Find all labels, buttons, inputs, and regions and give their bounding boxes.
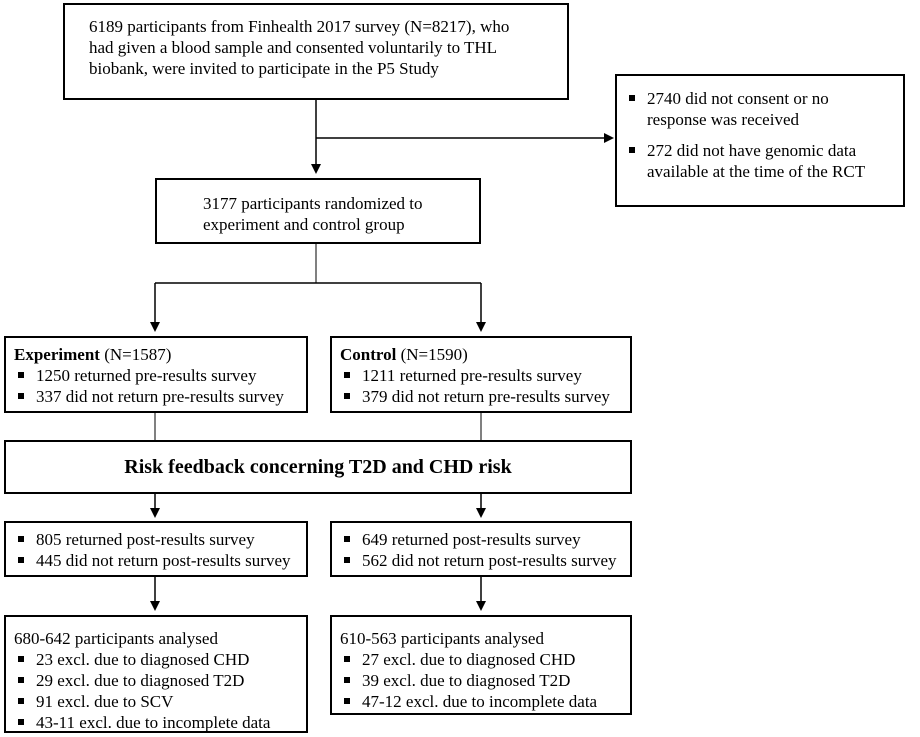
list-item: 47-12 excl. due to incomplete data	[340, 691, 630, 712]
list-item: 91 excl. due to SCV	[14, 691, 306, 712]
bullet-icon	[18, 372, 24, 378]
bullet-icon	[18, 557, 24, 563]
list-item-text: 805 returned post-results survey	[36, 530, 255, 549]
bullet-icon	[344, 677, 350, 683]
list-item-text: 39 excl. due to diagnosed T2D	[362, 671, 571, 690]
enrollment-box: 6189 participants from Finhealth 2017 su…	[63, 3, 569, 100]
list-item-text: 91 excl. due to SCV	[36, 692, 174, 711]
exclusion-item: 272 did not have genomic data available …	[625, 140, 903, 182]
bullet-icon	[344, 557, 350, 563]
list-item: 562 did not return post-results survey	[340, 550, 630, 571]
list-item: 649 returned post-results survey	[340, 529, 630, 550]
list-item-text: 29 excl. due to diagnosed T2D	[36, 671, 245, 690]
list-item-text: 23 excl. due to diagnosed CHD	[36, 650, 250, 669]
bullet-icon	[18, 677, 24, 683]
bullet-icon	[344, 393, 350, 399]
list-item-text: 379 did not return pre-results survey	[362, 387, 610, 406]
exclusion-item-text: 272 did not have genomic data	[647, 141, 857, 160]
control-heading: Control (N=1590)	[340, 344, 630, 365]
feedback-box: Risk feedback concerning T2D and CHD ris…	[4, 440, 632, 494]
feedback-label: Risk feedback concerning T2D and CHD ris…	[124, 455, 512, 478]
exclusion-box: 2740 did not consent or no response was …	[615, 74, 905, 207]
list-item-text: 47-12 excl. due to incomplete data	[362, 692, 598, 711]
bullet-icon	[344, 656, 350, 662]
bullet-icon	[18, 656, 24, 662]
list-item: 27 excl. due to diagnosed CHD	[340, 649, 630, 670]
control-post-box: 649 returned post-results survey 562 did…	[330, 521, 632, 577]
experiment-post-box: 805 returned post-results survey 445 did…	[4, 521, 308, 577]
list-item-text: 1250 returned pre-results survey	[36, 366, 257, 385]
enrollment-line-2: had given a blood sample and consented v…	[89, 38, 498, 57]
randomized-line-2: experiment and control group	[203, 215, 405, 234]
enrollment-line-3: biobank, were invited to participate in …	[89, 59, 439, 78]
control-title: Control	[340, 345, 397, 364]
experiment-title: Experiment	[14, 345, 100, 364]
exclusion-item: 2740 did not consent or no response was …	[625, 88, 903, 130]
list-item: 43-11 excl. due to incomplete data	[14, 712, 306, 733]
list-item-text: 562 did not return post-results survey	[362, 551, 617, 570]
randomized-box: 3177 participants randomized to experime…	[155, 178, 481, 244]
list-item: 29 excl. due to diagnosed T2D	[14, 670, 306, 691]
experiment-count: (N=1587)	[99, 345, 172, 364]
experiment-analysed-box: 680-642 participants analysed 23 excl. d…	[4, 615, 308, 733]
bullet-icon	[344, 372, 350, 378]
list-item-text: 1211 returned pre-results survey	[362, 366, 582, 385]
exclusion-item-text: available at the time of the RCT	[647, 162, 866, 181]
list-item: 1250 returned pre-results survey	[14, 365, 306, 386]
list-item: 379 did not return pre-results survey	[340, 386, 630, 407]
experiment-analysed-header: 680-642 participants analysed	[14, 629, 218, 648]
list-item: 1211 returned pre-results survey	[340, 365, 630, 386]
exclusion-item-text: response was received	[647, 110, 799, 129]
list-item: 23 excl. due to diagnosed CHD	[14, 649, 306, 670]
list-item: 337 did not return pre-results survey	[14, 386, 306, 407]
list-item-text: 649 returned post-results survey	[362, 530, 581, 549]
bullet-icon	[18, 393, 24, 399]
list-item-text: 27 excl. due to diagnosed CHD	[362, 650, 576, 669]
bullet-icon	[18, 536, 24, 542]
experiment-box: Experiment (N=1587) 1250 returned pre-re…	[4, 336, 308, 413]
bullet-icon	[18, 698, 24, 704]
list-item: 39 excl. due to diagnosed T2D	[340, 670, 630, 691]
list-item: 805 returned post-results survey	[14, 529, 306, 550]
bullet-icon	[344, 698, 350, 704]
control-count: (N=1590)	[396, 345, 468, 364]
bullet-icon	[629, 147, 635, 153]
list-item: 445 did not return post-results survey	[14, 550, 306, 571]
bullet-icon	[18, 719, 24, 725]
bullet-icon	[629, 95, 635, 101]
experiment-heading: Experiment (N=1587)	[14, 344, 306, 365]
control-analysed-box: 610-563 participants analysed 27 excl. d…	[330, 615, 632, 715]
list-item-text: 43-11 excl. due to incomplete data	[36, 713, 271, 732]
control-box: Control (N=1590) 1211 returned pre-resul…	[330, 336, 632, 413]
randomized-line-1: 3177 participants randomized to	[203, 194, 423, 213]
bullet-icon	[344, 536, 350, 542]
list-item-text: 337 did not return pre-results survey	[36, 387, 284, 406]
enrollment-line-1: 6189 participants from Finhealth 2017 su…	[89, 17, 510, 36]
control-analysed-header: 610-563 participants analysed	[340, 629, 544, 648]
list-item-text: 445 did not return post-results survey	[36, 551, 291, 570]
exclusion-item-text: 2740 did not consent or no	[647, 89, 829, 108]
